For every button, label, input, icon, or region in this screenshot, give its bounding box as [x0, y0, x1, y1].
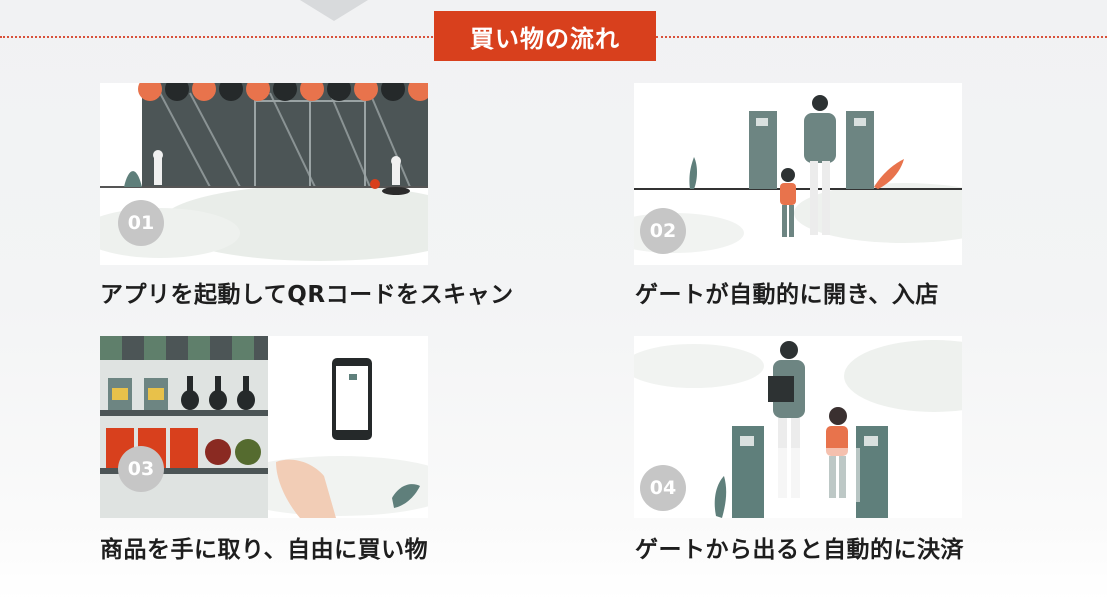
dotted-divider-left [0, 36, 436, 38]
step-04-illustration: 04 [634, 336, 962, 518]
step-02-number-badge: 02 [640, 208, 686, 254]
step-02-illustration: 02 [634, 83, 962, 265]
dotted-divider-right [656, 36, 1107, 38]
step-01-caption: アプリを起動してQRコードをスキャン [100, 282, 514, 308]
step-03-caption: 商品を手に取り、自由に買い物 [100, 537, 429, 563]
step-03-number-badge: 03 [118, 446, 164, 492]
step-03-illustration: 03 [100, 336, 428, 518]
step-04-number-badge: 04 [640, 465, 686, 511]
step-04-caption: ゲートから出ると自動的に決済 [635, 537, 964, 563]
step-02-caption: ゲートが自動的に開き、入店 [635, 282, 939, 308]
step-01-number-badge: 01 [118, 200, 164, 246]
step-01-illustration: 01 [100, 83, 428, 265]
top-chevron-decoration [300, 0, 368, 21]
section-title: 買い物の流れ [434, 11, 656, 61]
